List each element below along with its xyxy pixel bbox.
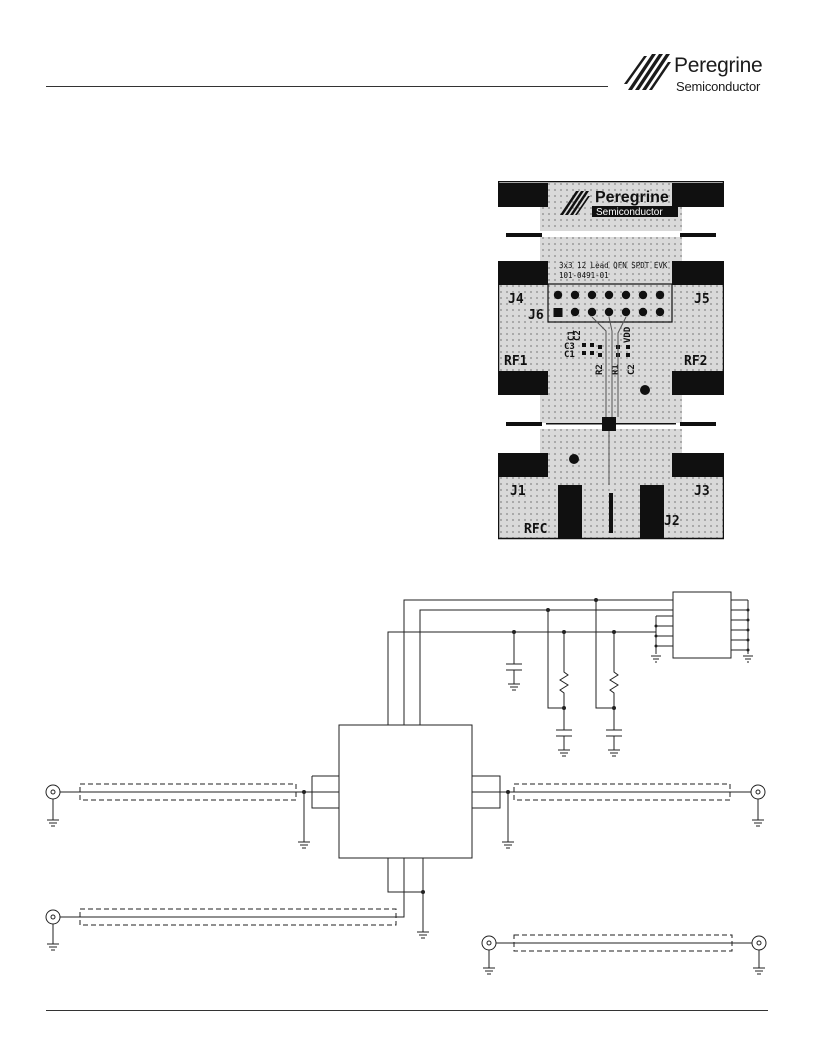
- label-j3: J3: [694, 484, 710, 499]
- header-rule: [46, 86, 608, 87]
- schematic-diagram: [0, 580, 816, 995]
- logo-subtitle: Semiconductor: [676, 79, 761, 94]
- board-logo-icon: [560, 191, 590, 215]
- label-r1: R1: [611, 364, 621, 375]
- evaluation-board-image: Peregrine Semiconductor 3x3 12 Lead QFN …: [497, 180, 725, 546]
- label-c2-top: C2: [573, 330, 583, 341]
- board-logo-subtitle: Semiconductor: [596, 207, 663, 218]
- board-silk-line1: 3x3 12 Lead QFN SPDT EVK: [559, 261, 668, 270]
- label-rfc: RFC: [524, 522, 547, 537]
- label-c1-top: C1: [567, 330, 577, 341]
- label-r2: R2: [595, 364, 605, 375]
- board-logo-company: Peregrine: [595, 189, 669, 206]
- board-silk-line2: 101-0491-01: [559, 271, 609, 280]
- label-c3: C3: [564, 342, 575, 352]
- label-j5: J5: [694, 292, 710, 307]
- label-j6: J6: [528, 308, 544, 323]
- label-j2: J2: [664, 514, 680, 529]
- footer-rule: [46, 1010, 768, 1011]
- label-rf1: RF1: [504, 354, 528, 369]
- label-c2: C2: [627, 364, 637, 375]
- switch-ic-symbol: [338, 724, 473, 859]
- label-j4: J4: [508, 292, 524, 307]
- label-c1: C1: [564, 350, 575, 360]
- logo-company: Peregrine: [674, 54, 763, 77]
- header-symbol: [672, 591, 732, 659]
- label-rf2: RF2: [684, 354, 707, 369]
- label-vdd: VDD: [623, 326, 633, 343]
- falcon-wing-icon: [624, 54, 671, 90]
- peregrine-logo: Peregrine Semiconductor: [622, 48, 772, 98]
- label-j1: J1: [510, 484, 526, 499]
